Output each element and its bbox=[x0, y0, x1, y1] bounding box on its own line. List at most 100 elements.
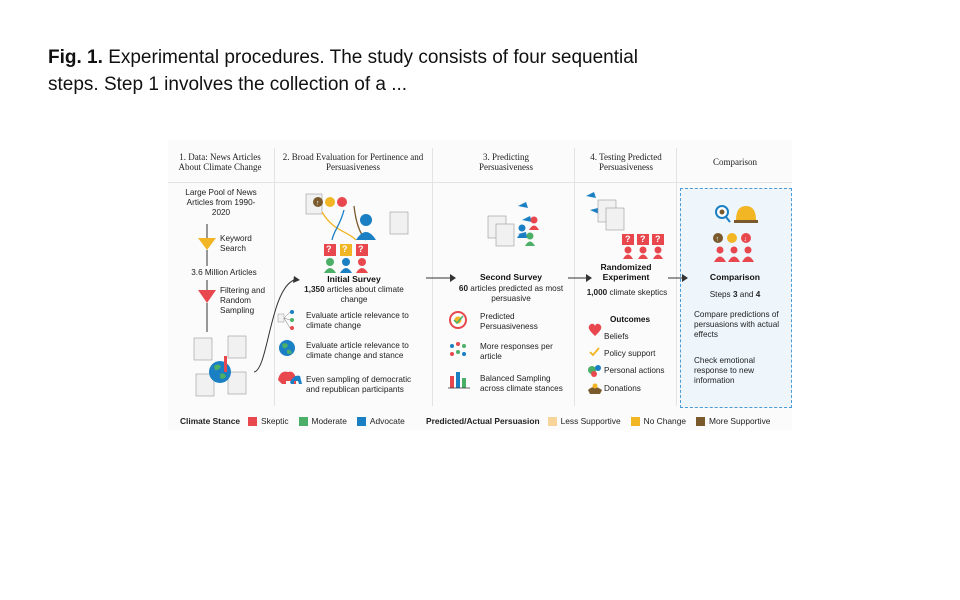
step2-item1: Evaluate article relevance to climate ch… bbox=[306, 311, 409, 330]
question-mark: ? bbox=[655, 234, 661, 244]
swatch-skeptic bbox=[248, 416, 258, 426]
step4-count: 1,000 climate skeptics bbox=[578, 288, 676, 298]
step2-title: Initial Survey bbox=[327, 274, 381, 284]
step5-item2: Check emotional response to new informat… bbox=[694, 356, 755, 385]
column-divider bbox=[574, 148, 575, 406]
funnel-icon bbox=[198, 238, 216, 250]
count-label: 3.6 Million Articles bbox=[191, 268, 257, 277]
legend-persuasion: Predicted/Actual Persuasion Less Support… bbox=[426, 416, 770, 426]
donation-icon bbox=[588, 383, 602, 394]
documents-globe-icon bbox=[193, 335, 247, 397]
keyword-label: Keyword Search bbox=[220, 234, 252, 253]
relevance-network-icon bbox=[277, 310, 294, 330]
swatch-advocate bbox=[356, 416, 366, 426]
step5-item1: Compare predictions of persuasions with … bbox=[694, 310, 780, 339]
flow-arrow bbox=[253, 279, 295, 373]
filter-label: Filtering and Random Sampling bbox=[220, 286, 266, 315]
question-mark: ? bbox=[342, 244, 348, 254]
swatch-more bbox=[696, 416, 706, 426]
step3-count-text: articles predicted as most persuasive bbox=[468, 284, 564, 303]
column-divider bbox=[274, 148, 275, 406]
legend-persuasion-title: Predicted/Actual Persuasion bbox=[426, 416, 540, 426]
arrow-head bbox=[586, 274, 592, 282]
figure-graphics: ↑ bbox=[193, 192, 758, 397]
swatch-moderate bbox=[298, 416, 308, 426]
heart-icon bbox=[588, 323, 602, 336]
header-divider bbox=[168, 182, 792, 183]
persuasion-arrows-icon: ↑ ↓ bbox=[713, 233, 751, 243]
step2-count-number: 1,350 bbox=[304, 285, 325, 294]
figure-caption: Fig. 1. Experimental procedures. The stu… bbox=[48, 44, 648, 98]
step5-title: Comparison bbox=[709, 272, 761, 282]
question-mark: ? bbox=[326, 244, 332, 254]
step1-header: 1. Data: News Articles About Climate Cha… bbox=[178, 152, 262, 172]
legend-moderate: Moderate bbox=[311, 416, 347, 426]
step2-count-text: articles about climate change bbox=[324, 285, 404, 304]
outcome-policy: Policy support bbox=[604, 349, 656, 358]
outcomes-title: Outcomes bbox=[609, 315, 651, 324]
step3-title: Second Survey bbox=[479, 272, 543, 282]
step5-header: Comparison bbox=[713, 157, 757, 167]
elephant-donkey-icon bbox=[278, 371, 302, 384]
column-divider bbox=[676, 148, 677, 406]
step5-steps: Steps 3 and 4 bbox=[682, 290, 788, 300]
caption-text: Experimental procedures. The study consi… bbox=[48, 47, 639, 95]
legend-advocate: Advocate bbox=[369, 416, 405, 426]
outcome-donations: Donations bbox=[604, 384, 641, 393]
survey-cluster-icon: ↑ bbox=[305, 193, 409, 241]
svg-text:↓: ↓ bbox=[744, 236, 748, 243]
steps-prefix: Steps bbox=[709, 290, 733, 299]
bell-icon bbox=[734, 206, 758, 223]
outcome-actions: Personal actions bbox=[604, 366, 665, 375]
question-mark: ? bbox=[358, 244, 364, 254]
question-mark: ? bbox=[625, 234, 631, 244]
step3-item2: More responses per article bbox=[480, 342, 553, 361]
step3-count: 60 articles predicted as most persuasive bbox=[458, 284, 564, 304]
swatch-nochange bbox=[630, 416, 640, 426]
step3-item1: Predicted Persuasiveness bbox=[480, 312, 538, 331]
legend-more: More Supportive bbox=[709, 416, 771, 426]
skeptics-icon bbox=[714, 246, 754, 262]
steps-a: 3 bbox=[732, 290, 738, 299]
arrow-head bbox=[682, 274, 688, 282]
steps-b: 4 bbox=[755, 290, 761, 299]
svg-text:↑: ↑ bbox=[716, 236, 720, 243]
step4-count-number: 1,000 bbox=[586, 288, 608, 297]
column-divider bbox=[432, 148, 433, 406]
question-mark: ? bbox=[640, 234, 646, 244]
crowd-icon bbox=[450, 342, 466, 356]
step2-item3: Even sampling of democratic and republic… bbox=[306, 375, 412, 394]
participants-icon bbox=[324, 244, 368, 273]
legend-stance-title: Climate Stance bbox=[180, 416, 241, 426]
globe-icon bbox=[279, 340, 295, 356]
magnifier-icon bbox=[715, 205, 731, 223]
legend-nochange: No Change bbox=[643, 416, 687, 426]
legend-skeptic: Skeptic bbox=[261, 416, 289, 426]
recycle-icon bbox=[588, 365, 601, 377]
caption-label: Fig. 1. bbox=[48, 47, 103, 68]
comparison-box bbox=[680, 188, 792, 408]
step3-header: 3. Predicting Persuasiveness bbox=[479, 152, 533, 172]
legend-less: Less Supportive bbox=[560, 416, 621, 426]
legend-stance: Climate Stance Skeptic Moderate Advocate bbox=[180, 416, 405, 426]
step4-title: Randomized Experiment bbox=[600, 262, 652, 282]
procedure-figure: 1. Data: News Articles About Climate Cha… bbox=[168, 140, 792, 430]
arrow-head bbox=[450, 274, 456, 282]
step2-item2: Evaluate article relevance to climate ch… bbox=[306, 341, 409, 360]
target-icon bbox=[449, 311, 467, 329]
step2-count: 1,350 articles about climate change bbox=[302, 285, 406, 305]
svg-text:↑: ↑ bbox=[316, 200, 320, 207]
pool-label: Large Pool of News Articles from 1990-20… bbox=[185, 188, 257, 217]
prediction-cluster-icon bbox=[487, 202, 539, 247]
arrow-head bbox=[293, 276, 300, 283]
outcome-beliefs: Beliefs bbox=[604, 332, 629, 341]
step4-count-text: climate skeptics bbox=[607, 288, 668, 297]
step3-count-number: 60 bbox=[458, 284, 468, 293]
funnel-icon bbox=[198, 290, 216, 303]
step3-item3: Balanced Sampling across climate stances bbox=[480, 374, 563, 393]
steps-mid: and bbox=[737, 290, 756, 299]
swatch-less bbox=[547, 416, 557, 426]
bar-chart-icon bbox=[448, 372, 470, 389]
check-icon bbox=[589, 347, 600, 357]
step2-header: 2. Broad Evaluation for Pertinence and P… bbox=[282, 152, 424, 172]
